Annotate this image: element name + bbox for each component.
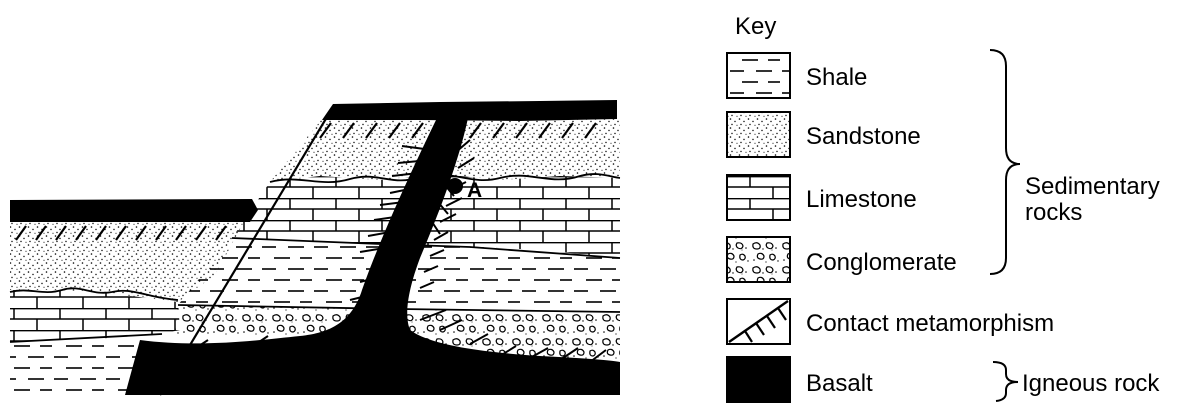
left-basalt-flow: [10, 199, 258, 222]
cross-section: A: [10, 100, 620, 395]
sedimentary-label-line2: rocks: [1025, 199, 1082, 226]
legend-item-shale: Shale: [727, 53, 867, 98]
legend-item-conglomerate: Conglomerate: [727, 237, 957, 282]
legend: Key Shale Sandstone Limestone: [727, 13, 1160, 402]
legend-title: Key: [735, 13, 776, 40]
legend-label-contact-metamorphism: Contact metamorphism: [806, 310, 1054, 337]
shale-symbol: [727, 53, 790, 98]
legend-label-basalt: Basalt: [806, 370, 873, 397]
legend-item-basalt: Basalt: [727, 357, 873, 402]
point-a-marker: [447, 178, 463, 194]
basalt-symbol: [727, 357, 790, 402]
legend-item-sandstone: Sandstone: [727, 112, 921, 157]
sandstone-symbol: [727, 112, 790, 157]
limestone-symbol: [727, 175, 790, 220]
igneous-label: Igneous rock: [1022, 370, 1160, 397]
point-a-label: A: [467, 179, 482, 202]
legend-label-limestone: Limestone: [806, 186, 917, 213]
legend-item-limestone: Limestone: [727, 175, 917, 220]
legend-label-sandstone: Sandstone: [806, 123, 921, 150]
legend-label-shale: Shale: [806, 64, 867, 91]
right-basalt-flow: [322, 100, 617, 121]
igneous-brace: [993, 362, 1018, 401]
sedimentary-label-line1: Sedimentary: [1025, 173, 1160, 200]
legend-label-conglomerate: Conglomerate: [806, 249, 957, 276]
sedimentary-brace: [990, 50, 1020, 274]
conglomerate-symbol: [727, 237, 790, 282]
contact-metamorphism-symbol: [727, 299, 790, 344]
legend-item-contact-metamorphism: Contact metamorphism: [727, 299, 1054, 344]
